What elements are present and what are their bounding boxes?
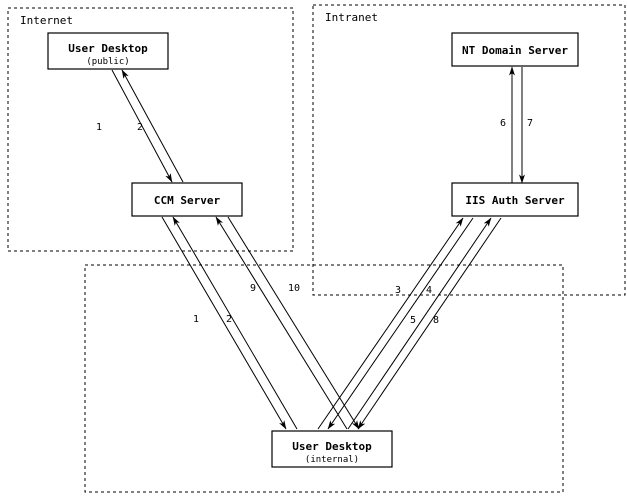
zone-internal-network [84,264,564,493]
edge-3-label: 3 [395,285,401,296]
edge-6: 6 [500,66,515,183]
node-user-desktop-public[interactable]: User Desktop (public) [47,32,169,70]
edge-3-line [317,217,464,430]
zone-internal-border [84,264,564,493]
edge-9-line [215,216,348,430]
node-ccm-server-title: CCM Server [154,194,221,207]
node-user-desktop-public-subtitle: (public) [86,57,129,67]
node-user-desktop-internal[interactable]: User Desktop (internal) [271,430,393,468]
edge-6-label: 6 [500,118,506,129]
zone-internet-label: Internet [20,14,73,27]
edge-4: 4 [327,217,474,430]
edge-5: 5 [347,217,492,430]
zone-intranet-border [312,4,626,296]
node-iis-auth-server[interactable]: IIS Auth Server [451,182,579,217]
node-iis-auth-server-box[interactable] [451,182,579,217]
edge-5-line [347,217,492,430]
edge-1-public: 1 [96,69,173,183]
edge-2-public-line [121,69,184,183]
edge-2-internal: 2 [172,216,298,430]
edge-2-internal-line [172,216,298,430]
edge-2-public-label: 2 [137,122,143,133]
node-user-desktop-internal-title: User Desktop [292,440,372,453]
edge-1-internal: 1 [161,216,287,430]
edge-8: 8 [357,217,502,430]
zone-intranet: Intranet [312,4,626,296]
zone-intranet-label: Intranet [325,11,378,24]
node-nt-domain-server-title: NT Domain Server [462,44,568,57]
node-nt-domain-server-box[interactable] [451,32,579,67]
edge-4-line [327,217,474,430]
edge-9-label: 9 [250,283,256,294]
node-user-desktop-internal-box[interactable] [271,430,393,468]
edge-5-label: 5 [410,315,416,326]
edge-10: 10 [227,216,360,430]
node-nt-domain-server[interactable]: NT Domain Server [451,32,579,67]
edge-1-public-line [111,69,173,183]
edge-9: 9 [215,216,348,430]
edge-3: 3 [317,217,464,430]
zone-internet: Internet [7,7,294,252]
edge-10-label: 10 [288,283,300,294]
edge-1-public-label: 1 [96,122,102,133]
node-ccm-server-box[interactable] [131,182,243,217]
node-iis-auth-server-title: IIS Auth Server [465,194,565,207]
edge-2-public: 2 [121,69,184,183]
node-user-desktop-public-box[interactable] [47,32,169,70]
edge-8-line [357,217,502,430]
edge-8-label: 8 [433,315,439,326]
edge-2-internal-label: 2 [226,314,232,325]
node-user-desktop-internal-subtitle: (internal) [305,455,359,465]
node-ccm-server[interactable]: CCM Server [131,182,243,217]
node-user-desktop-public-title: User Desktop [68,42,148,55]
edge-1-internal-label: 1 [193,314,199,325]
edge-1-internal-line [161,216,287,430]
edge-7-label: 7 [527,118,533,129]
edge-7: 7 [519,67,533,184]
edge-10-line [227,216,360,430]
edge-4-label: 4 [426,285,432,296]
